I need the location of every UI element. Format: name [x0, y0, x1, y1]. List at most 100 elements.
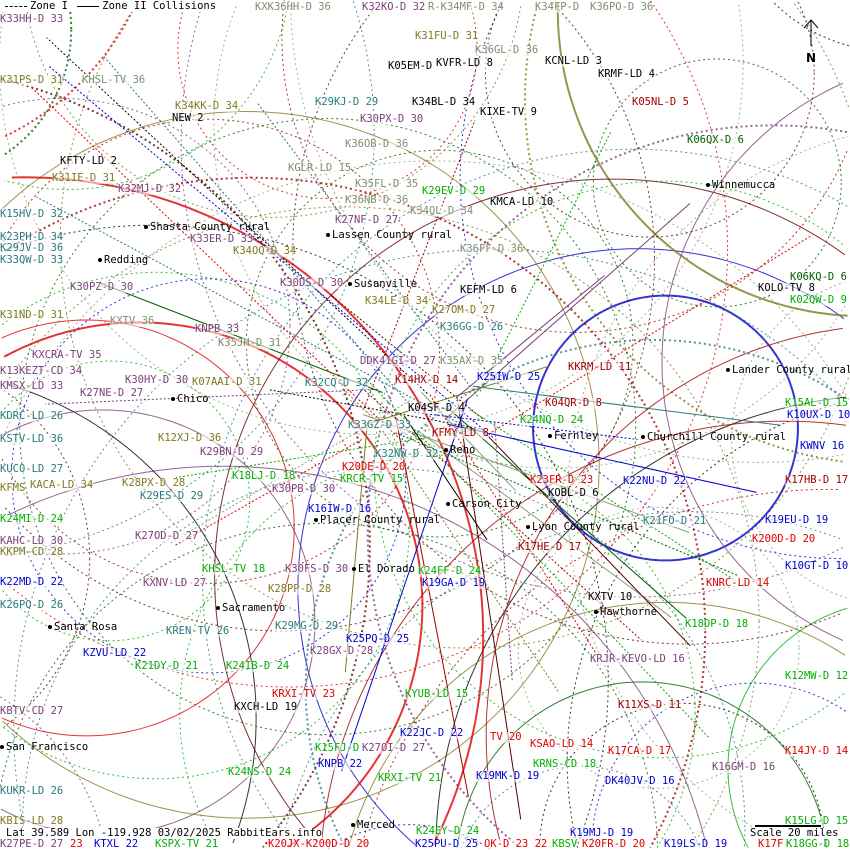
station-label[interactable]: K27NE-D 27: [80, 387, 144, 399]
station-label[interactable]: K15FJ-D: [315, 742, 360, 754]
station-label[interactable]: K15HV-D 32: [0, 208, 64, 220]
station-label[interactable]: K30HY-D 30: [125, 374, 189, 386]
station-label[interactable]: K36NB-D 36: [345, 194, 409, 206]
station-label[interactable]: KEFM-LD 6: [460, 284, 517, 296]
station-label[interactable]: KZVU-LD 22: [83, 647, 147, 659]
city-label[interactable]: Lyon County rural: [526, 522, 639, 533]
station-label[interactable]: KXCH-LD 19: [234, 701, 298, 713]
station-label[interactable]: NEW 2: [172, 112, 204, 124]
city-label[interactable]: Reno: [444, 445, 475, 456]
station-label[interactable]: KXTV 10: [588, 591, 633, 603]
city-label[interactable]: Shasta County rural: [144, 222, 270, 233]
station-label[interactable]: KAHC-LD 30: [0, 535, 64, 547]
station-label[interactable]: K24MI-D 24: [0, 513, 64, 525]
station-label[interactable]: K22NU-D 22: [623, 475, 687, 487]
station-label[interactable]: K36PO-D 36: [590, 1, 654, 13]
station-label[interactable]: K24FF-D 24: [418, 565, 482, 577]
station-label[interactable]: K24NS-D 24: [228, 766, 292, 778]
station-label[interactable]: KOBL-D 6: [548, 487, 599, 499]
station-label[interactable]: K30PZ-D 30: [70, 281, 134, 293]
station-label[interactable]: KACA-LD 34: [30, 479, 94, 491]
station-label[interactable]: K16IW-D 16: [308, 503, 372, 515]
station-label[interactable]: TV 20: [490, 731, 522, 743]
station-label[interactable]: KMCA-LD 10: [490, 196, 554, 208]
station-label[interactable]: K29EV-D 29: [422, 185, 486, 197]
station-label[interactable]: K30PX-D 30: [360, 113, 424, 125]
station-label[interactable]: KRJR-KEVO-LD 16: [590, 653, 685, 665]
station-label[interactable]: K33QW-D 33: [0, 254, 64, 266]
station-label[interactable]: K11XS-D 11: [618, 699, 682, 711]
city-label[interactable]: Winnemucca: [706, 180, 775, 191]
station-label[interactable]: DK40JV-D 16: [605, 775, 675, 787]
station-label[interactable]: KOLO-TV 8: [758, 282, 815, 294]
station-label[interactable]: K19MJ-D 19: [570, 827, 634, 839]
station-label[interactable]: K22JC-D 22: [400, 727, 464, 739]
station-label[interactable]: K28GX-D 28: [310, 645, 374, 657]
station-label[interactable]: K19MK-D 19: [476, 770, 540, 782]
station-label[interactable]: K30PB-D 30: [272, 483, 336, 495]
station-label[interactable]: K21DY-D 21: [135, 660, 199, 672]
station-label[interactable]: KWNV 16: [800, 440, 845, 452]
station-label[interactable]: K29KJ-D 29: [315, 96, 379, 108]
station-label[interactable]: K24IB-D 24: [226, 660, 290, 672]
station-label[interactable]: K33ER-D 33: [190, 233, 254, 245]
station-label[interactable]: K17F: [758, 838, 784, 850]
station-label[interactable]: K29MG-D 29: [275, 620, 339, 632]
station-label[interactable]: K18DP-D 18: [685, 618, 749, 630]
city-label[interactable]: Santa Rosa: [48, 622, 117, 633]
station-label[interactable]: K14HX-D 14: [395, 374, 459, 386]
station-label[interactable]: K27OM-D 27: [432, 304, 496, 316]
station-label[interactable]: K33GZ-D 33: [348, 419, 412, 431]
station-label[interactable]: K19EU-D 19: [765, 514, 829, 526]
station-label[interactable]: K31ND-D 31: [0, 309, 64, 321]
station-label[interactable]: KFTY-LD 2: [60, 155, 117, 167]
station-label[interactable]: K29JV-D 36: [0, 242, 64, 254]
station-label[interactable]: KBSV: [552, 838, 578, 850]
station-label[interactable]: K02QW-D 9: [790, 294, 847, 306]
station-label[interactable]: KRXI-TV 23: [272, 688, 336, 700]
station-label[interactable]: K36GG-D 26: [440, 321, 504, 333]
station-label[interactable]: K12MW-D 12: [785, 670, 849, 682]
station-label[interactable]: KBTV-CD 27: [0, 705, 64, 717]
station-label[interactable]: KXNV-LD 27: [143, 577, 207, 589]
station-label[interactable]: K17HE-D 17: [518, 541, 582, 553]
station-label[interactable]: K20FR-D 20: [582, 838, 646, 850]
station-label[interactable]: K35AX-D 35: [440, 355, 504, 367]
station-label[interactable]: K200D-D 20: [752, 533, 816, 545]
station-label[interactable]: K20JX-K200D-D 20: [268, 838, 370, 850]
station-label[interactable]: KKPM-CD 28: [0, 546, 64, 558]
station-label[interactable]: K07AAI-D 31: [192, 376, 262, 388]
station-label[interactable]: K36OB-D 36: [345, 138, 409, 150]
city-label[interactable]: Fernley: [548, 431, 598, 442]
station-label[interactable]: K34OQ-D 34: [233, 245, 297, 257]
city-label[interactable]: Lander County rural: [726, 365, 850, 376]
city-label[interactable]: Hawthorne: [594, 607, 657, 618]
station-label[interactable]: K34LE-D 34: [365, 295, 429, 307]
city-label[interactable]: Carson City: [446, 499, 522, 510]
station-label[interactable]: K05EM-D: [388, 60, 433, 72]
city-label[interactable]: Lassen County rural: [326, 230, 452, 241]
city-label[interactable]: Chico: [171, 394, 209, 405]
station-label[interactable]: K24EY-D 24: [416, 825, 480, 837]
station-label[interactable]: KSPX-TV 21: [155, 838, 219, 850]
station-label[interactable]: K24NQ-D 24: [520, 414, 584, 426]
station-label[interactable]: K34FP-D: [535, 1, 580, 13]
station-label[interactable]: K27PE-D 27: [0, 838, 64, 850]
station-label[interactable]: KXK36HH-D 36: [255, 1, 331, 13]
station-label[interactable]: K19LS-D 19: [664, 838, 728, 850]
station-label[interactable]: KHSL-TV 18: [202, 563, 266, 575]
city-label[interactable]: San Francisco: [0, 742, 88, 753]
station-label[interactable]: K27OD-D 27: [135, 530, 199, 542]
station-label[interactable]: K34KK-D 34: [175, 100, 239, 112]
station-label[interactable]: OK-D 23 22: [484, 838, 548, 850]
station-label[interactable]: K25IW-D 25: [477, 371, 541, 383]
station-label[interactable]: K35JH-D 31: [218, 337, 282, 349]
station-label[interactable]: K28PX-D 28: [122, 477, 186, 489]
station-label[interactable]: K20DE-D 20: [342, 461, 406, 473]
station-label[interactable]: K32MJ-D 32: [118, 183, 182, 195]
station-label[interactable]: K28PP-D 28: [268, 583, 332, 595]
station-label[interactable]: KSAO-LD 14: [530, 738, 594, 750]
station-label[interactable]: K36GL-D 36: [475, 44, 539, 56]
station-label[interactable]: KUKR-LD 26: [0, 785, 64, 797]
